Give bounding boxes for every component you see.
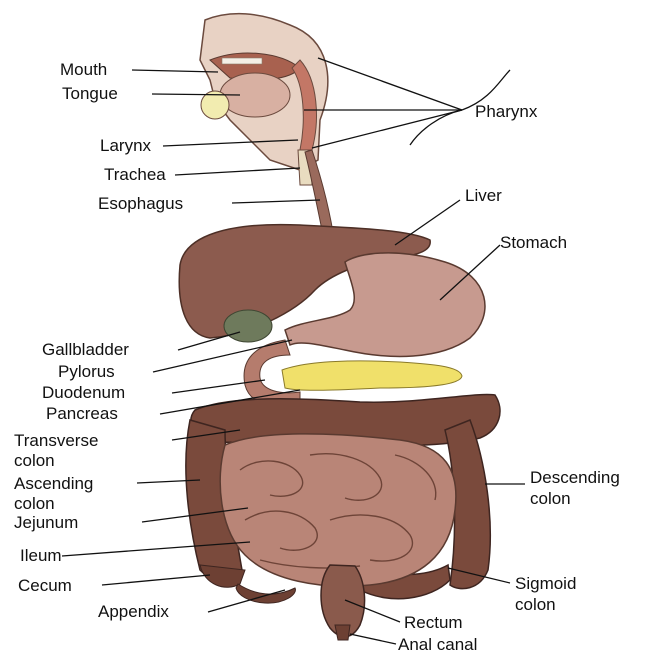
- label-sigmoid-colon-1: Sigmoid: [515, 575, 576, 593]
- label-jejunum: Jejunum: [14, 514, 78, 532]
- label-ascending-colon-2: colon: [14, 495, 55, 513]
- label-pharynx: Pharynx: [475, 103, 537, 121]
- label-ileum: Ileum: [20, 547, 62, 565]
- label-trachea: Trachea: [104, 166, 166, 184]
- label-liver: Liver: [465, 187, 502, 205]
- label-transverse-colon-1: Transverse: [14, 432, 98, 450]
- label-sigmoid-colon-2: colon: [515, 596, 556, 614]
- label-pancreas: Pancreas: [46, 405, 118, 423]
- label-stomach: Stomach: [500, 234, 567, 252]
- teeth: [222, 58, 262, 64]
- gallbladder-shape: [224, 310, 272, 342]
- label-appendix: Appendix: [98, 603, 169, 621]
- label-tongue: Tongue: [62, 85, 118, 103]
- appendix-shape: [236, 584, 295, 603]
- label-mouth: Mouth: [60, 61, 107, 79]
- label-anal-canal: Anal canal: [398, 636, 477, 652]
- label-larynx: Larynx: [100, 137, 151, 155]
- label-ascending-colon-1: Ascending: [14, 475, 93, 493]
- anal-canal-shape: [335, 625, 350, 640]
- pancreas-shape: [282, 361, 462, 390]
- label-rectum: Rectum: [404, 614, 463, 632]
- label-esophagus: Esophagus: [98, 195, 183, 213]
- small-intestine-shape: [220, 434, 456, 586]
- label-duodenum: Duodenum: [42, 384, 125, 402]
- label-pylorus: Pylorus: [58, 363, 115, 381]
- label-transverse-colon-2: colon: [14, 452, 55, 470]
- label-descending-colon-1: Descending: [530, 469, 620, 487]
- label-cecum: Cecum: [18, 577, 72, 595]
- label-descending-colon-2: colon: [530, 490, 571, 508]
- label-gallbladder: Gallbladder: [42, 341, 129, 359]
